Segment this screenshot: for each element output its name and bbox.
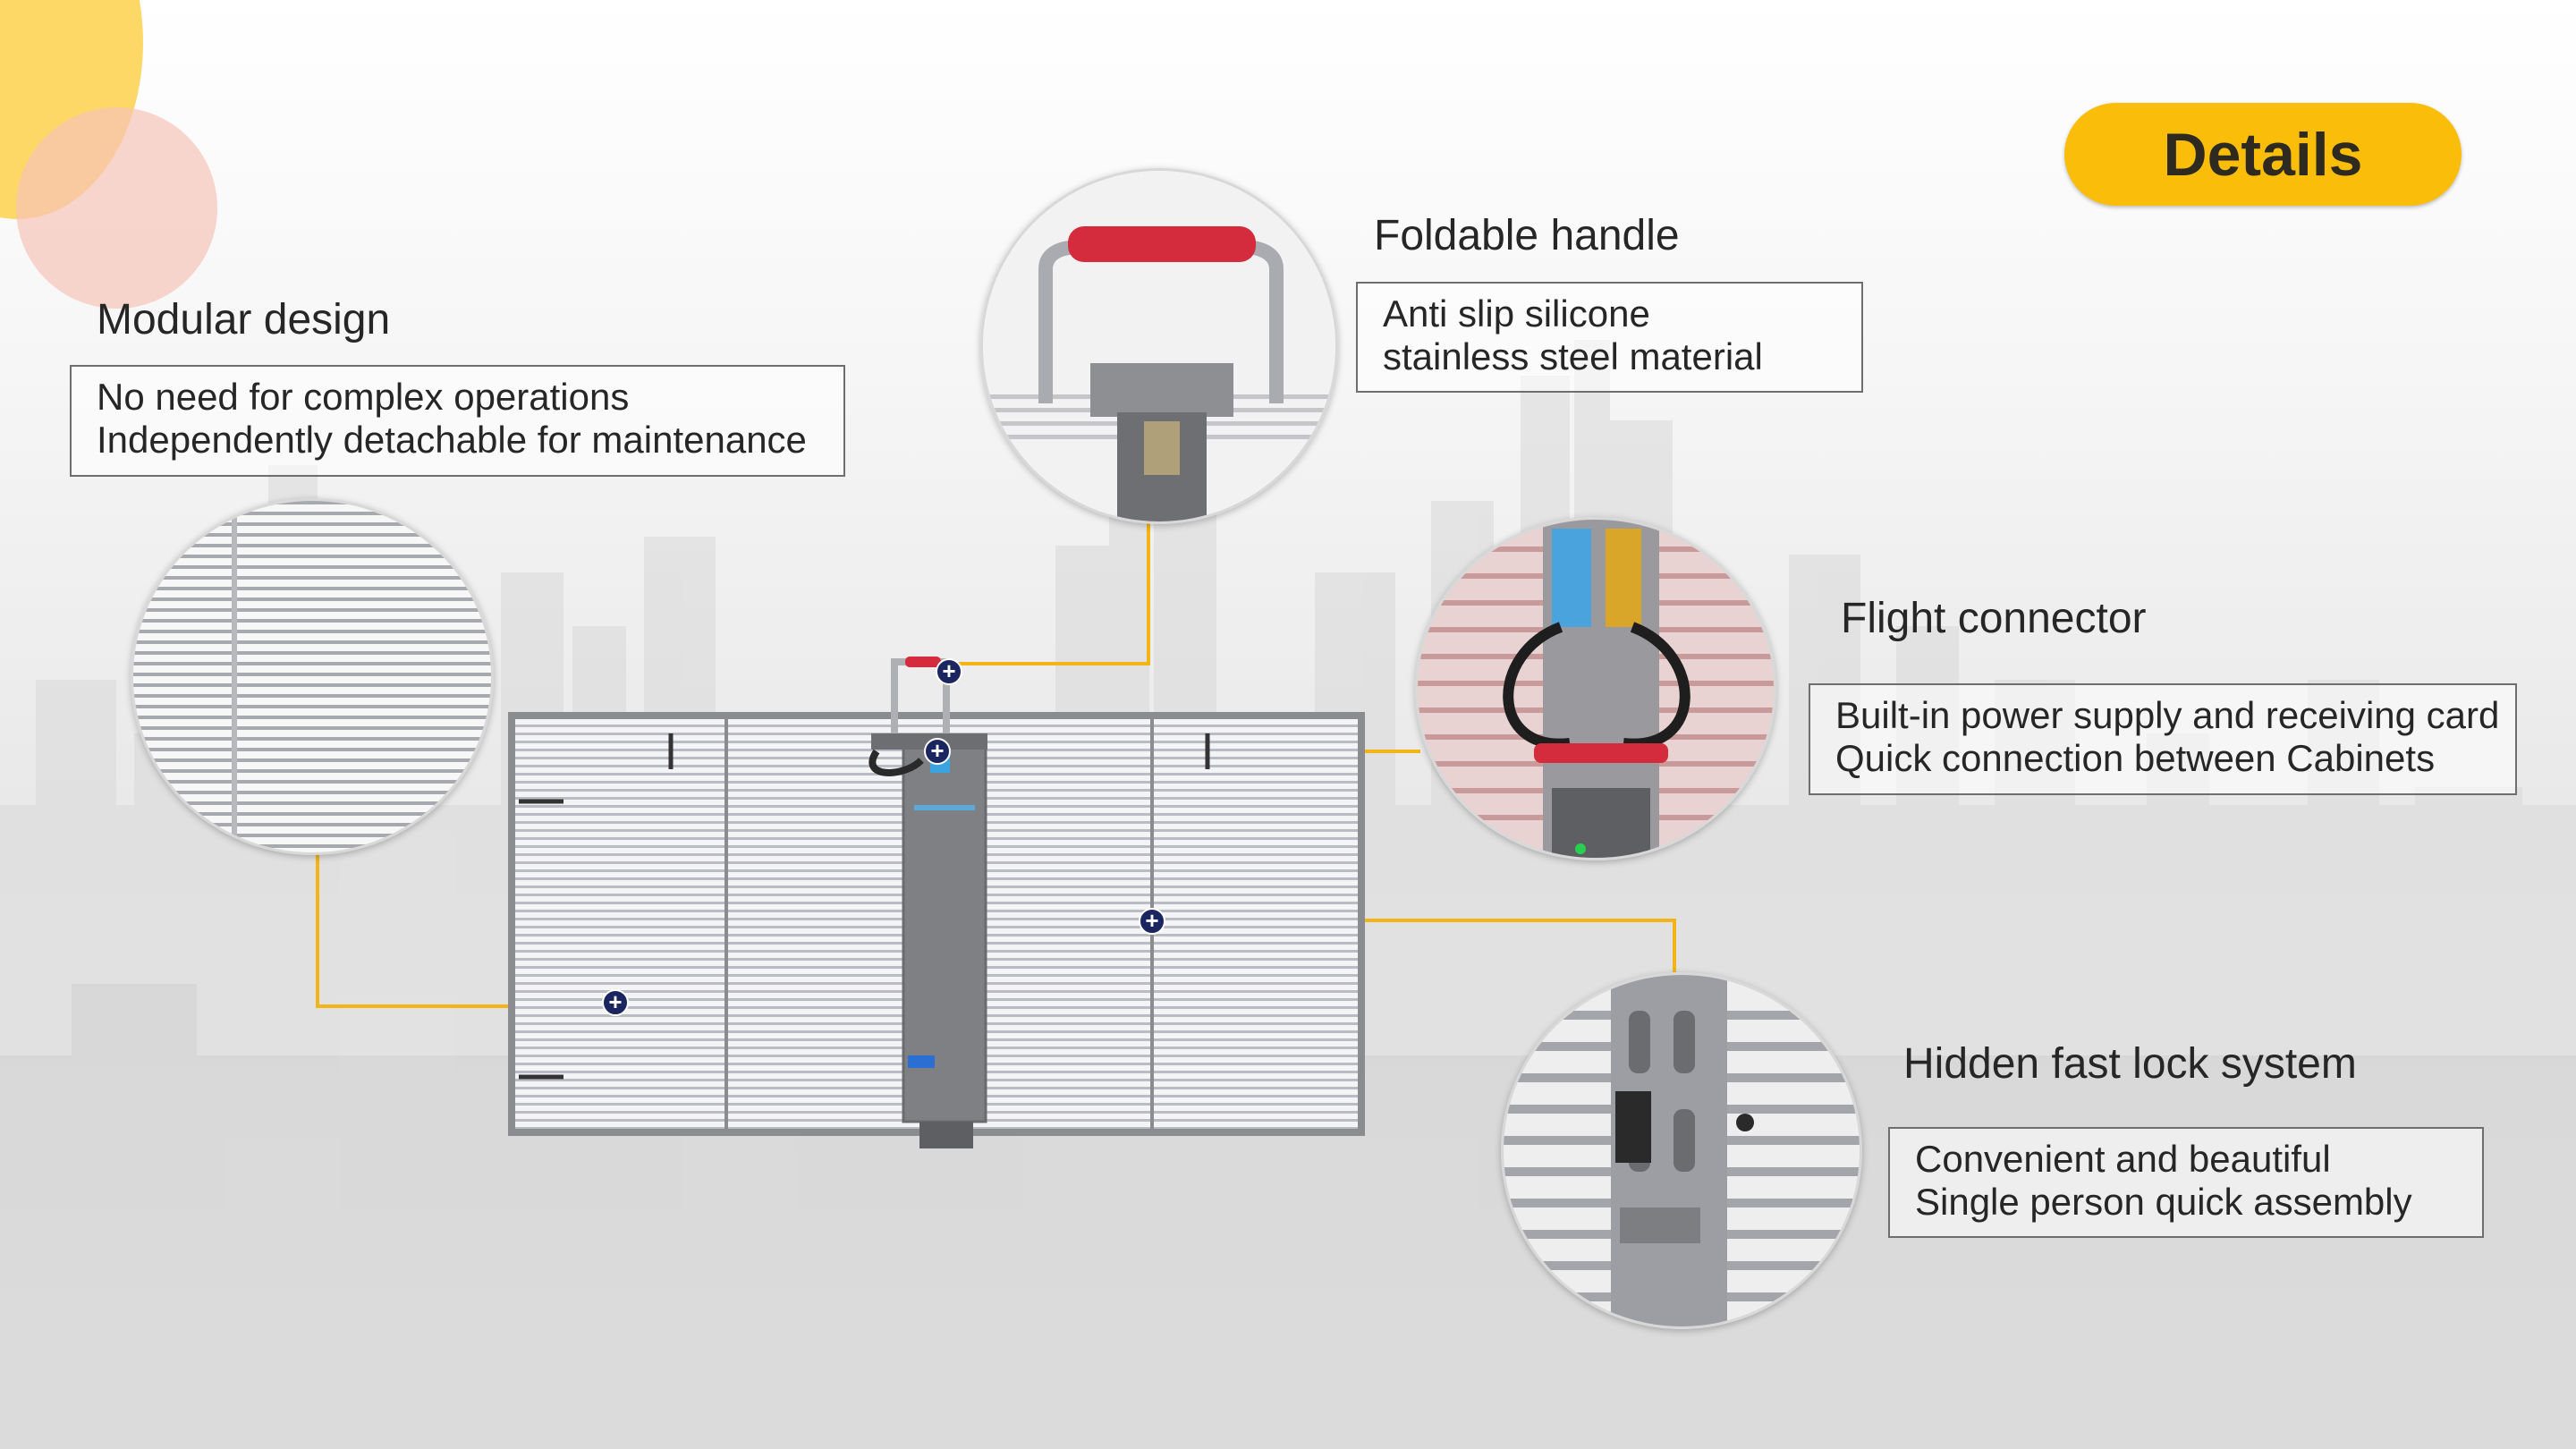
handle-callout-line-h: [948, 662, 1150, 665]
foldable-handle-line-2: stainless steel material: [1383, 335, 1763, 377]
foldable-handle-title: Foldable handle: [1374, 212, 1680, 259]
lock-hotspot[interactable]: +: [1139, 908, 1165, 935]
foldable-handle-description: Anti slip silicone stainless steel mater…: [1356, 282, 1863, 393]
fast-lock-title: Hidden fast lock system: [1903, 1040, 2357, 1088]
modular-design-line-1: No need for complex operations: [97, 376, 630, 418]
fast-lock-line-1: Convenient and beautiful: [1915, 1138, 2331, 1180]
modular-callout-line: [316, 841, 319, 1008]
modular-hotspot[interactable]: +: [602, 989, 629, 1016]
fast-lock-description: Convenient and beautiful Single person q…: [1888, 1127, 2484, 1238]
connector-hotspot[interactable]: +: [924, 738, 951, 765]
flight-connector-line-1: Built-in power supply and receiving card: [1835, 694, 2500, 736]
flight-connector-line-2: Quick connection between Cabinets: [1835, 737, 2436, 779]
modular-design-title: Modular design: [97, 296, 391, 343]
modular-design-description: No need for complex operations Independe…: [70, 365, 845, 477]
fast-lock-detail-image: [1501, 972, 1862, 1329]
handle-callout-line: [1147, 519, 1150, 665]
modular-detail-image: [131, 498, 494, 855]
fast-lock-line-2: Single person quick assembly: [1915, 1181, 2412, 1223]
decorative-pink-circle: [16, 107, 217, 309]
handle-hotspot[interactable]: +: [936, 658, 962, 685]
flight-connector-detail-image: [1415, 517, 1776, 860]
details-badge: Details: [2064, 103, 2462, 206]
modular-callout-line-h: [316, 1004, 611, 1008]
modular-design-line-2: Independently detachable for maintenance: [97, 419, 807, 461]
foldable-handle-line-1: Anti slip silicone: [1383, 292, 1650, 335]
flight-connector-description: Built-in power supply and receiving card…: [1809, 683, 2517, 795]
flight-connector-title: Flight connector: [1841, 595, 2147, 642]
lock-callout-line-h: [1150, 919, 1676, 922]
lock-callout-line: [1673, 919, 1676, 972]
transparent-led-panel: [508, 657, 1365, 1148]
handle-detail-image: [980, 168, 1338, 524]
